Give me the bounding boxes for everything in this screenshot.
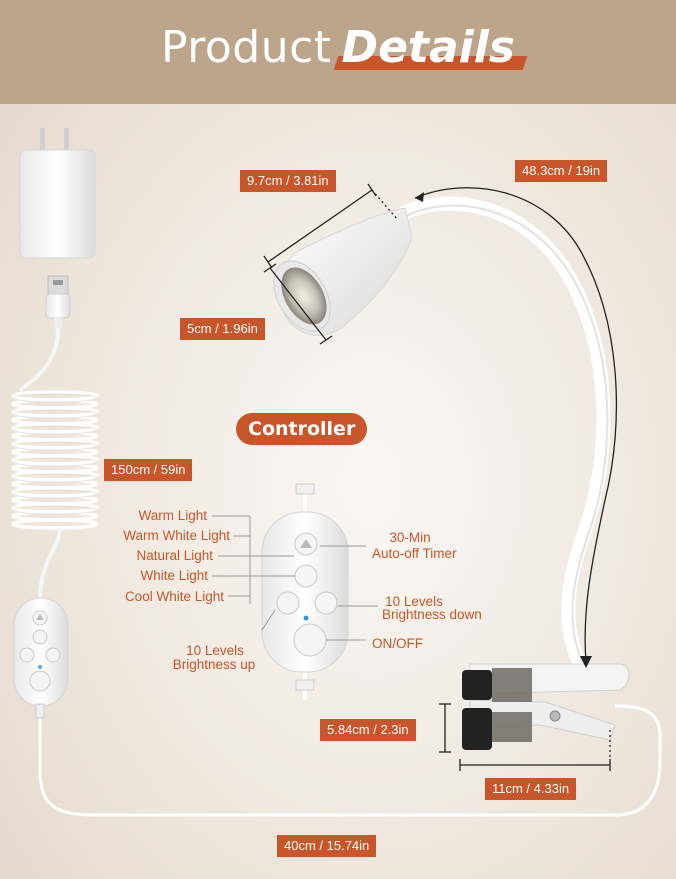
controller-diagram — [261, 483, 349, 700]
controller-leader-lines — [212, 515, 378, 641]
controller-brightness-up-button — [276, 591, 300, 615]
cable-to-lamp — [38, 704, 662, 817]
lamp-bulb — [281, 267, 327, 325]
usb-plug-body — [45, 293, 71, 319]
header-band — [0, 0, 676, 104]
controller-indicator-led — [303, 615, 309, 621]
dim-clip-height: 5.84cm / 2.3in — [320, 719, 416, 741]
timer-label-line1: 30-Min — [389, 530, 431, 545]
dim-clip-length: 11cm / 4.33in — [485, 778, 577, 800]
dim-coiled-cable-length: 150cm / 59in — [104, 459, 193, 481]
mode-label-warm: Warm Light — [138, 508, 207, 523]
controller-mode-button — [294, 564, 318, 588]
clip-grip-bottom — [492, 712, 532, 742]
dim-lamp-head-diameter: 5cm / 1.96in — [180, 318, 265, 340]
small-brightness-up-button — [19, 647, 35, 663]
adapter-prong-right — [64, 128, 69, 150]
power-adapter-icon — [19, 128, 96, 259]
arc-arrowhead-top — [415, 192, 424, 202]
dim-lamp-head-length: 9.7cm / 3.81in — [240, 170, 336, 192]
mode-label-natural: Natural Light — [136, 548, 213, 563]
brightness-down-line2: Brightness down — [382, 607, 482, 622]
dim-gooseneck-length: 48.3cm / 19in — [515, 160, 608, 182]
usb-plug-strain-relief — [54, 318, 62, 328]
cable-to-controller — [38, 527, 62, 601]
dim-controller-cable-length: 40cm / 15.74in — [277, 835, 377, 857]
clip-pad-top — [462, 670, 492, 700]
gooseneck-arm — [388, 196, 611, 667]
timer-triangle-icon — [300, 539, 312, 548]
clip-grip-top — [492, 668, 532, 702]
timer-label-line2: Auto-off Timer — [372, 546, 457, 561]
title-product: Product — [160, 22, 332, 73]
controller-body — [261, 511, 349, 673]
usb-cable — [18, 327, 60, 392]
brightness-down-line1: 10 Levels — [385, 594, 443, 609]
controller-power-button — [293, 623, 327, 657]
usb-connector-slot — [53, 280, 63, 285]
controller-brightness-down-button — [314, 591, 338, 615]
arc-arrowhead-bottom — [580, 656, 592, 668]
mode-label-white: White Light — [140, 568, 208, 583]
mode-label-cool-white: Cool White Light — [124, 589, 224, 604]
adapter-body — [19, 149, 96, 259]
dim-head-diameter-line — [269, 267, 327, 341]
brightness-up-line2: Brightness up — [172, 657, 256, 672]
dim-head-length-line — [267, 189, 373, 263]
usb-plug-icon — [45, 275, 71, 328]
small-mode-button — [32, 629, 48, 645]
adapter-prong-left — [40, 128, 45, 150]
brightness-up-line1: 10 Levels — [186, 643, 244, 658]
title-details-wrap: Details — [333, 22, 528, 73]
small-brightness-down-button — [45, 647, 61, 663]
lamp-head-icon — [273, 207, 413, 336]
dimension-lines — [263, 183, 618, 771]
power-label: ON/OFF — [372, 636, 423, 651]
small-power-button — [29, 670, 51, 692]
coiled-cable-icon — [11, 390, 99, 530]
dim-gooseneck-arc — [414, 187, 618, 663]
clamp-clip-icon — [462, 663, 630, 750]
controller-title: Controller — [236, 413, 368, 445]
title-details: Details — [341, 22, 515, 73]
mode-label-warm-white: Warm White Light — [123, 528, 230, 543]
small-controller-icon — [13, 597, 69, 707]
small-indicator-led — [38, 665, 42, 669]
clip-pad-bottom — [462, 708, 492, 750]
